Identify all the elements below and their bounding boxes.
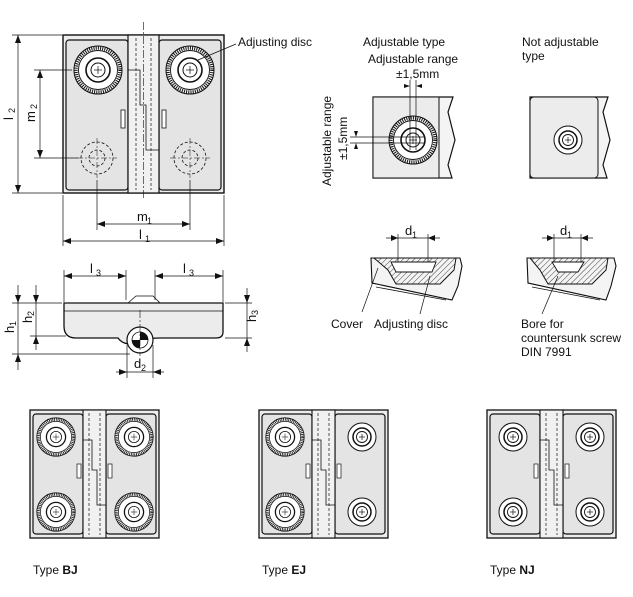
side-view xyxy=(63,295,224,356)
adjusting-disc-label: Adjusting disc xyxy=(238,35,312,49)
svg-text:m: m xyxy=(137,209,148,224)
adjusting-disc-detail xyxy=(387,114,439,166)
svg-text:type: type xyxy=(522,49,545,63)
svg-text:Bore for: Bore for xyxy=(521,317,564,331)
svg-text:1: 1 xyxy=(8,321,18,326)
type-nj-caption: Type NJ xyxy=(490,563,535,577)
svg-text:2: 2 xyxy=(7,108,17,113)
dim-l1: l 1 xyxy=(62,195,225,246)
dim-l3-left: l 3 xyxy=(63,261,127,302)
svg-text:h: h xyxy=(244,315,259,322)
not-adjustable-type-detail: Not adjustable type xyxy=(522,35,611,179)
dim-h3: h 3 xyxy=(225,288,260,352)
type-nj-view xyxy=(486,409,617,539)
svg-text:DIN 7991: DIN 7991 xyxy=(521,345,572,359)
svg-text:h: h xyxy=(2,326,17,333)
svg-text:d: d xyxy=(134,356,141,371)
svg-text:l: l xyxy=(183,261,186,276)
main-front-view xyxy=(62,22,225,200)
svg-text:Adjusting disc: Adjusting disc xyxy=(374,317,448,331)
type-ej-caption: Type EJ xyxy=(262,563,306,577)
svg-text:l: l xyxy=(139,227,142,242)
dim-m1: m 1 xyxy=(96,180,191,230)
svg-text:d: d xyxy=(560,223,567,238)
plain-bore-detail xyxy=(553,125,583,155)
svg-text:Cover: Cover xyxy=(331,317,363,331)
svg-text:countersunk screw: countersunk screw xyxy=(521,331,621,345)
svg-text:d: d xyxy=(405,223,412,238)
not-adjustable-section: d 1 Bore for countersunk screw DIN 7991 xyxy=(521,223,621,359)
svg-text:3: 3 xyxy=(189,268,194,278)
svg-text:±1,5mm: ±1,5mm xyxy=(336,117,350,160)
dim-m2: m 2 xyxy=(23,69,78,159)
svg-text:Not adjustable: Not adjustable xyxy=(522,35,599,49)
svg-text:l: l xyxy=(1,117,16,120)
svg-text:l: l xyxy=(90,261,93,276)
svg-text:h: h xyxy=(20,316,35,323)
svg-text:1: 1 xyxy=(412,230,417,240)
svg-text:3: 3 xyxy=(96,268,101,278)
svg-text:±1,5mm: ±1,5mm xyxy=(396,67,439,81)
type-bj-view xyxy=(29,409,160,539)
svg-text:2: 2 xyxy=(141,363,146,373)
adjustable-section: d 1 Cover Adjusting disc xyxy=(331,223,463,331)
svg-text:1: 1 xyxy=(567,230,572,240)
adjusting-disc-top-left xyxy=(72,44,124,96)
svg-text:2: 2 xyxy=(29,104,39,109)
svg-text:m: m xyxy=(23,111,38,122)
dim-l3-right: l 3 xyxy=(154,261,224,302)
adjustable-type-detail: Adjustable type Adjustable range ±1,5mm … xyxy=(320,35,458,186)
adjusting-disc-top-right xyxy=(164,44,216,96)
svg-text:Adjustable range: Adjustable range xyxy=(368,52,458,66)
svg-text:Adjustable type: Adjustable type xyxy=(363,35,445,49)
dim-l2: l 2 xyxy=(1,34,62,194)
dim-h1-h2: h 1 h 2 xyxy=(2,285,130,370)
svg-text:3: 3 xyxy=(250,310,260,315)
svg-text:Adjustable range: Adjustable range xyxy=(320,96,334,186)
type-bj-caption: Type BJ xyxy=(33,563,78,577)
svg-text:2: 2 xyxy=(26,311,36,316)
dim-d2: d 2 xyxy=(116,345,164,378)
svg-text:1: 1 xyxy=(147,216,152,226)
svg-text:1: 1 xyxy=(145,234,150,244)
type-ej-view xyxy=(258,409,389,539)
